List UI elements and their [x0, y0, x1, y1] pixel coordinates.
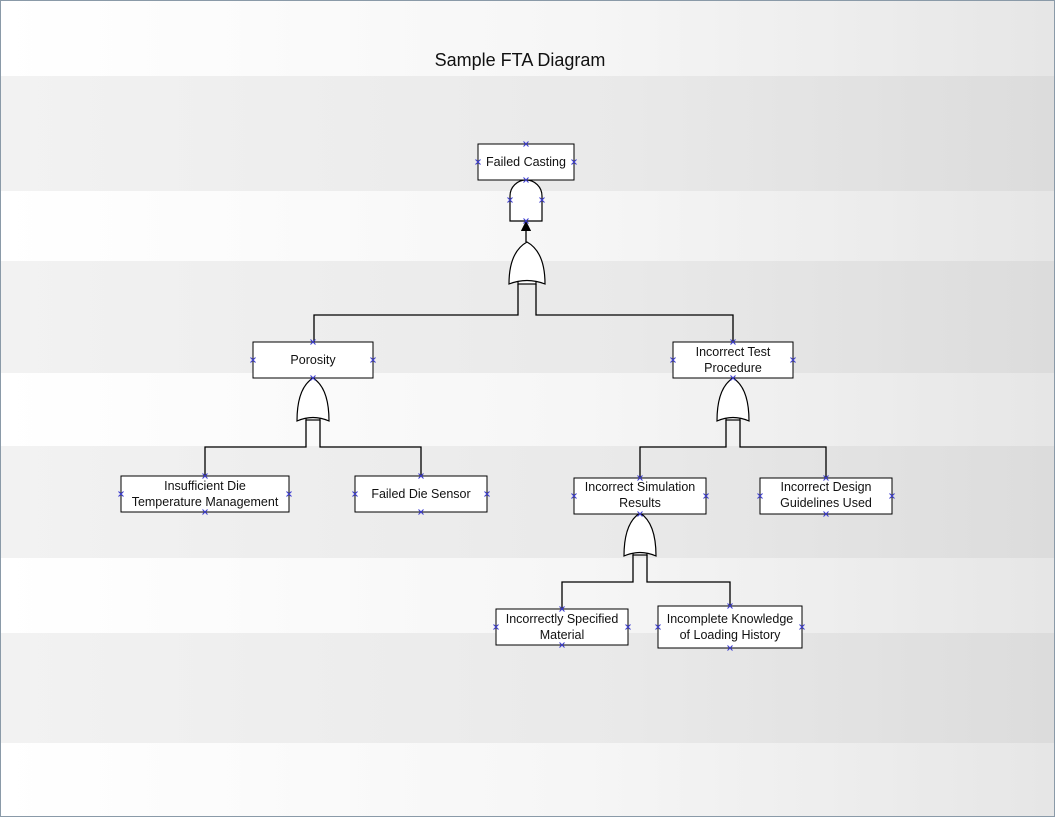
event-label: Incorrect Test	[696, 345, 771, 359]
wire-to-incorrect-design	[739, 420, 827, 478]
event-label: Porosity	[290, 353, 336, 367]
wire-to-incorrect-test-procedure	[535, 284, 734, 342]
event-label: of Loading History	[680, 628, 782, 642]
connection-point-icon	[370, 357, 376, 363]
event-label: Temperature Management	[132, 495, 279, 509]
diagram-title: Sample FTA Diagram	[435, 50, 606, 70]
event-label: Incorrect Simulation	[585, 480, 696, 494]
connection-point-icon	[730, 375, 736, 381]
event-failed-casting[interactable]: Failed Casting	[477, 143, 575, 181]
event-incorrect-simulation-results[interactable]: Incorrect Simulation Results	[573, 477, 707, 515]
connector-lines	[204, 180, 827, 609]
connection-point-icon	[571, 493, 577, 499]
connection-point-icon	[730, 339, 736, 345]
event-label: Incorrect Design	[780, 480, 871, 494]
event-insufficient-die-temperature[interactable]: Insufficient Die Temperature Management	[120, 475, 290, 513]
connection-point-icon	[202, 509, 208, 515]
connection-point-icon	[799, 624, 805, 630]
wire-to-insufficient-die-temp	[204, 420, 307, 476]
connection-point-icon	[250, 357, 256, 363]
event-incorrect-test-procedure[interactable]: Incorrect Test Procedure	[672, 341, 794, 379]
connection-point-icon	[418, 473, 424, 479]
connection-point-icon	[484, 491, 490, 497]
event-label: Failed Die Sensor	[371, 487, 470, 501]
event-porosity[interactable]: Porosity	[252, 341, 374, 379]
event-failed-die-sensor[interactable]: Failed Die Sensor	[354, 475, 488, 513]
wire-to-incorrect-simulation	[639, 420, 727, 478]
event-label: Procedure	[704, 361, 762, 375]
wire-to-porosity	[313, 284, 519, 342]
connection-point-icon	[310, 339, 316, 345]
or-gate-icon[interactable]	[296, 377, 330, 422]
wire-to-failed-die-sensor	[319, 420, 422, 476]
connection-point-icon	[727, 603, 733, 609]
connection-point-icon	[823, 511, 829, 517]
event-incomplete-loading-knowledge[interactable]: Incomplete Knowledge of Loading History	[657, 605, 803, 649]
event-label: Insufficient Die	[164, 479, 246, 493]
connection-point-icon	[202, 473, 208, 479]
connection-point-icon	[286, 491, 292, 497]
connection-point-icon	[625, 624, 631, 630]
connection-point-icon	[637, 511, 643, 517]
connection-points	[118, 141, 895, 651]
connection-point-icon	[655, 624, 661, 630]
connection-point-icon	[559, 642, 565, 648]
connection-point-icon	[523, 218, 529, 224]
connection-point-icon	[757, 493, 763, 499]
event-incorrect-design-guidelines[interactable]: Incorrect Design Guidelines Used	[759, 477, 893, 515]
connection-point-icon	[539, 197, 545, 203]
connection-point-icon	[571, 159, 577, 165]
connection-point-icon	[559, 606, 565, 612]
event-label: Guidelines Used	[780, 496, 872, 510]
connection-point-icon	[790, 357, 796, 363]
connection-point-icon	[523, 141, 529, 147]
connection-point-icon	[523, 177, 529, 183]
event-label: Failed Casting	[486, 155, 566, 169]
connection-point-icon	[823, 475, 829, 481]
connection-point-icon	[310, 375, 316, 381]
connection-point-icon	[637, 475, 643, 481]
connection-point-icon	[475, 159, 481, 165]
or-gate-icon[interactable]	[623, 512, 657, 557]
connection-point-icon	[493, 624, 499, 630]
connection-point-icon	[703, 493, 709, 499]
event-label: Incorrectly Specified	[506, 612, 619, 626]
event-label: Results	[619, 496, 661, 510]
connection-point-icon	[118, 491, 124, 497]
connection-point-icon	[889, 493, 895, 499]
event-label: Incomplete Knowledge	[667, 612, 794, 626]
event-incorrectly-specified-material[interactable]: Incorrectly Specified Material	[495, 608, 629, 646]
connection-point-icon	[727, 645, 733, 651]
or-gate-icon[interactable]	[716, 377, 750, 422]
event-label: Material	[540, 628, 584, 642]
wire-to-incomplete-knowledge	[646, 555, 731, 606]
connection-point-icon	[670, 357, 676, 363]
connection-point-icon	[418, 509, 424, 515]
connection-point-icon	[352, 491, 358, 497]
connection-point-icon	[507, 197, 513, 203]
background-band	[1, 633, 1054, 743]
and-gate-icon[interactable]	[509, 179, 543, 222]
or-gate-icon[interactable]	[508, 241, 546, 285]
wire-to-incorrectly-specified	[561, 555, 634, 609]
